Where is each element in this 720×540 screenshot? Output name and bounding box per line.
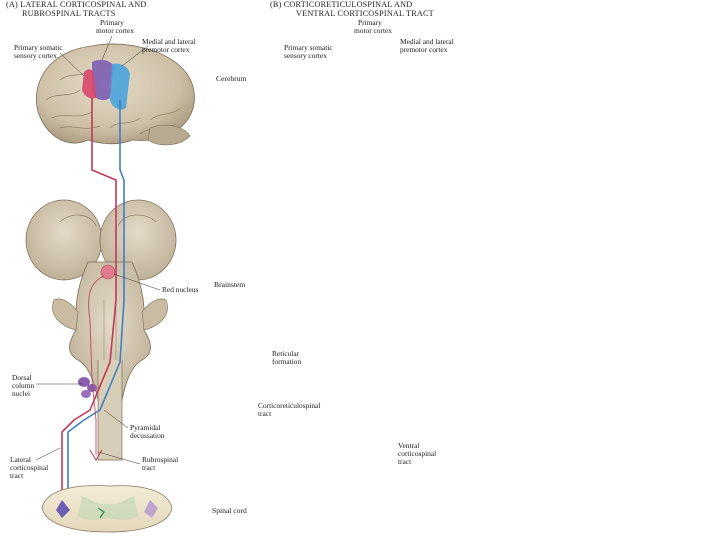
panel-a-primary-motor-cortex-label: Primary motor cortex (96, 19, 134, 35)
panel-a-premotor-cortex-label: Medial and lateral premotor cortex (142, 38, 196, 54)
panel-b-premotor-cortex-label: Medial and lateral premotor cortex (400, 38, 454, 54)
panel-b-title: (B) CORTICORETICULOSPINAL AND VENTRAL CO… (270, 0, 434, 18)
panel-a-brainstem (26, 200, 176, 460)
label-line: motor cortex (96, 27, 134, 35)
level-brainstem-label: Brainstem (214, 280, 245, 289)
label-line: premotor cortex (400, 46, 454, 54)
level-cerebrum-label: Cerebrum (216, 74, 246, 83)
label-line: nuclei (12, 390, 34, 398)
panel-a-spinal-cord (42, 486, 172, 532)
panel-a-primary-somatic-sensory-cortex-label: Primary somatic sensory cortex (14, 44, 63, 60)
label-line: premotor cortex (142, 46, 196, 54)
panel-b-title-line2: VENTRAL CORTICOSPINAL TRACT (270, 9, 434, 18)
label-line: tract (398, 458, 436, 466)
panel-a-title-line1: (A) LATERAL CORTICOSPINAL AND (6, 0, 146, 9)
dorsal-column-nuclei-label: Dorsal column nuclei (12, 374, 34, 398)
label-line: tract (142, 464, 178, 472)
reticular-formation-label: Reticular formation (272, 350, 301, 366)
label-line: decussation (130, 432, 164, 440)
label-line: sensory cortex (284, 52, 333, 60)
label-line: motor cortex (354, 27, 392, 35)
label-line: tract (10, 472, 48, 480)
pyramidal-decussation-label: Pyramidal decussation (130, 424, 164, 440)
label-line: formation (272, 358, 301, 366)
corticoreticulospinal-tract-label: Corticoreticulospinal tract (258, 402, 320, 418)
lateral-corticospinal-tract-label: Lateral corticospinal tract (10, 456, 48, 480)
panel-a-title: (A) LATERAL CORTICOSPINAL AND RUBROSPINA… (6, 0, 146, 18)
level-spinal-cord-label: Spinal cord (212, 506, 247, 515)
red-nucleus-label: Red nucleus (162, 286, 198, 294)
panel-b-primary-motor-cortex-label: Primary motor cortex (354, 19, 392, 35)
panel-b-primary-somatic-sensory-cortex-label: Primary somatic sensory cortex (284, 44, 333, 60)
label-line: sensory cortex (14, 52, 63, 60)
panel-b-title-line1: (B) CORTICORETICULOSPINAL AND (270, 0, 434, 9)
ventral-corticospinal-tract-label: Ventral corticospinal tract (398, 442, 436, 466)
label-line: tract (258, 410, 320, 418)
panel-a-title-line2: RUBROSPINAL TRACTS (6, 9, 146, 18)
rubrospinal-tract-label: Rubrospinal tract (142, 456, 178, 472)
